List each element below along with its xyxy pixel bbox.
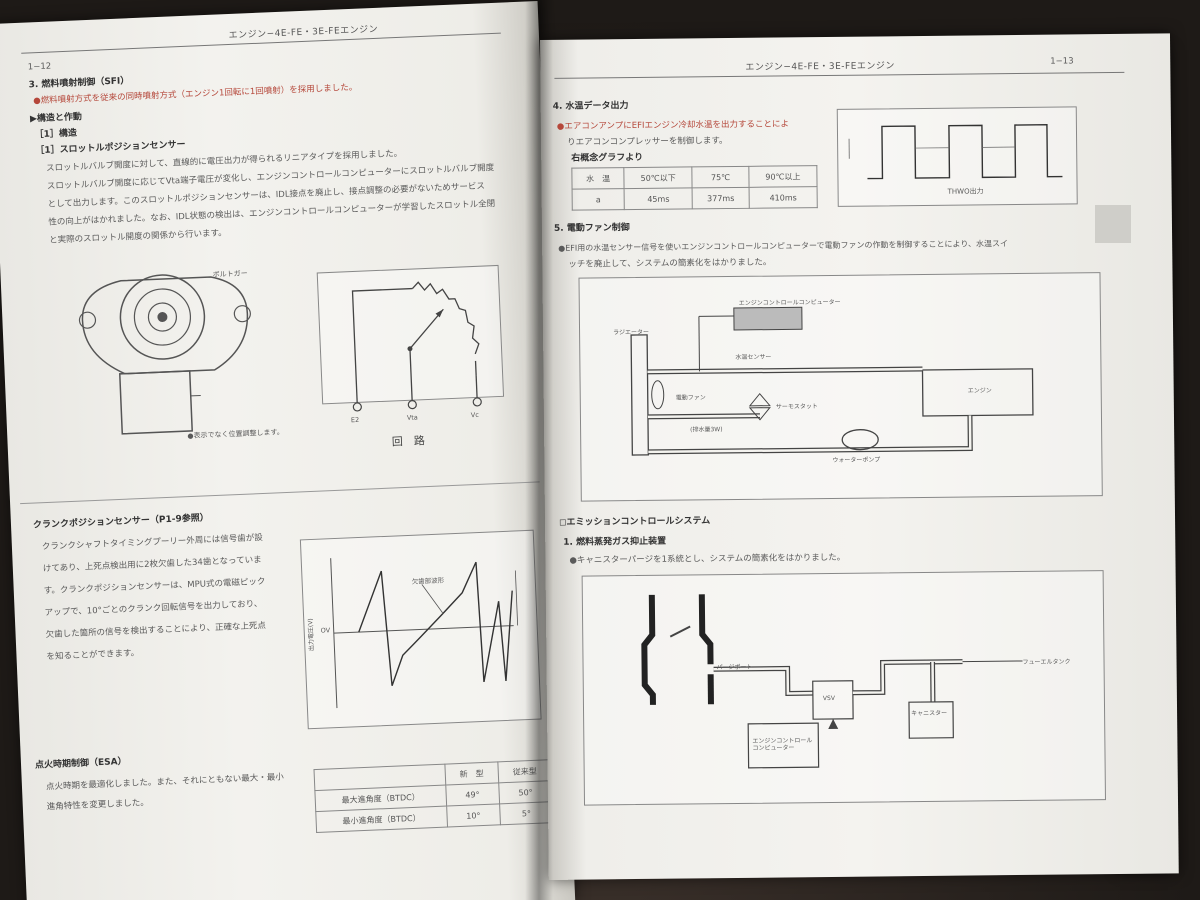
- right-page: エンジン−4E-FE・3E-FEエンジン 1−13 4. 水温データ出力 ●エア…: [540, 33, 1179, 880]
- graph-note: 右概念グラフより: [571, 152, 644, 164]
- table-cell: 49°: [445, 782, 500, 807]
- wave-yaxis-label: 出力電圧(V): [307, 618, 316, 652]
- section-fan: 5. 電動ファン制御: [553, 223, 630, 234]
- fan-label-fan: 電動ファン: [675, 394, 706, 402]
- circuit-drawing: [351, 281, 482, 412]
- fan-label-pump: ウォーターポンプ: [832, 456, 881, 464]
- wave-ov-label: OV: [320, 626, 331, 635]
- section-water-temp: 4. 水温データ出力: [552, 101, 629, 112]
- left-page: エンジン−4E-FE・3E-FEエンジン 1−12 3. 燃料噴射制御（SFI）…: [0, 1, 576, 900]
- section-fuel-injection: 3. 燃料噴射制御（SFI）: [28, 76, 130, 91]
- terminal-vc: Vc: [470, 410, 479, 420]
- para2-line-6: を知ることができます。: [46, 648, 140, 663]
- evap-label-ecu: エンジンコントロール コンピューター: [752, 737, 813, 753]
- para2-line-3: す。クランクポジションセンサーは、MPU式の電磁ピック: [43, 576, 266, 597]
- terminal-vta: Vta: [406, 413, 419, 422]
- para2-line-2: けてあり、上死点検出用に2枚欠歯した34歯となっていま: [42, 555, 262, 575]
- esa-table: 新 型 従来型 最大進角度（BTDC） 49° 50° 最小進角度（BTDC） …: [313, 759, 554, 833]
- evap-label-fuel-tank: フューエルタンク: [1022, 658, 1071, 666]
- subheading-tps: ［1］スロットルポジションセンサー: [35, 139, 186, 157]
- table-cell: 水 温: [571, 167, 625, 190]
- table-cell: a: [572, 188, 625, 211]
- book-gutter-shadow: [525, 0, 553, 900]
- table-cell: 50℃以下: [624, 166, 693, 189]
- sensor-label: ボルトガー: [212, 269, 248, 279]
- fan-label-radiator: ラジエーター: [613, 328, 649, 337]
- evap-label-vsv: VSV: [822, 694, 835, 703]
- para3-line-1: 点火時期を最適化しました。また、それにともない最大・最小: [45, 772, 285, 793]
- para1-line-5: と実際のスロットル開度の関係から行います。: [48, 228, 227, 246]
- para2-line-5: 欠歯した箇所の信号を検出することにより、正確な上死点: [45, 620, 267, 641]
- right-header-title: エンジン−4E-FE・3E-FEエンジン: [745, 61, 895, 73]
- crank-waveform-drawing: [330, 558, 519, 709]
- circuit-caption: 回 路: [391, 434, 426, 449]
- table-cell: 377ms: [692, 187, 750, 209]
- line-water-1: ●エアコンアンプにEFIエンジン冷却水温を出力することによ: [556, 119, 790, 132]
- table-header-new: 新 型: [444, 761, 499, 786]
- right-header-rule: [554, 71, 1125, 79]
- table-cell: 410ms: [749, 186, 818, 209]
- water-temp-table: 水 温 50℃以下 75℃ 90℃以上 a 45ms 377ms 410ms: [571, 165, 818, 211]
- section-evap: 1. 燃料蒸発ガス抑止装置: [563, 536, 667, 548]
- line-water-2: りエアコンコンプレッサーを制御します。: [567, 136, 728, 148]
- tps-sensor-drawing: [78, 274, 251, 435]
- thwo-caption: THWO出力: [947, 187, 984, 196]
- line-fan-1: ●EFI用の水温センサー信号を使いエンジンコントロールコンピューターで電動ファン…: [558, 239, 1009, 253]
- fan-label-valve: (排水量3W): [690, 426, 723, 434]
- subheading-structure: ▶構造と作動: [29, 112, 83, 125]
- wave-label: 欠歯部波形: [411, 576, 445, 586]
- fan-label-thermostat: サーモスタット: [775, 403, 818, 411]
- page-tab-edge: [1095, 205, 1131, 243]
- line-evap: ●キャニスターパージを1系統とし、システムの簡素化をはかりました。: [569, 552, 846, 566]
- table-cell: 最小進角度（BTDC）: [315, 806, 448, 833]
- left-page-number: 1−12: [27, 61, 52, 73]
- subheading-kouzou: ［1］構造: [34, 128, 78, 141]
- evap-label-purge-port: パージポート: [716, 663, 753, 672]
- table-cell: 45ms: [624, 187, 693, 210]
- table-cell: 10°: [446, 803, 501, 828]
- fan-control-diagram: [630, 306, 1034, 456]
- fan-label-engine: エンジン: [967, 387, 992, 395]
- terminal-e2: E2: [350, 415, 360, 425]
- line-fan-2: ッチを廃止して、システムの簡素化をはかりました。: [568, 257, 772, 270]
- fan-label-sensor: 水温センサー: [735, 353, 772, 361]
- evap-system-diagram: [641, 594, 1023, 769]
- para2-line-4: アップで、10°ごとのクランク回転信号を出力しており、: [44, 599, 263, 619]
- fan-label-ecu: エンジンコントロールコンピューター: [738, 298, 841, 307]
- table-row: a 45ms 377ms 410ms: [572, 186, 818, 211]
- section-divider: [20, 481, 540, 505]
- section-crank: クランクポジションセンサー（P1-9参照）: [32, 513, 209, 531]
- table-cell: 90℃以上: [748, 165, 818, 188]
- right-page-number: 1−13: [1050, 56, 1074, 67]
- para2-line-1: クランクシャフトタイミングプーリー外周には信号歯が設: [41, 533, 263, 553]
- para3-line-2: 進角特性を変更しました。: [46, 798, 149, 813]
- thwo-pulse-drawing: [848, 123, 1063, 180]
- table-row: 水 温 50℃以下 75℃ 90℃以上: [571, 165, 818, 190]
- evap-label-canister: キャニスター: [911, 709, 948, 718]
- section-emission: ◻エミッションコントロールシステム: [559, 516, 711, 528]
- table-cell: 75℃: [692, 166, 750, 188]
- section-esa: 点火時期制御（ESA）: [34, 756, 127, 771]
